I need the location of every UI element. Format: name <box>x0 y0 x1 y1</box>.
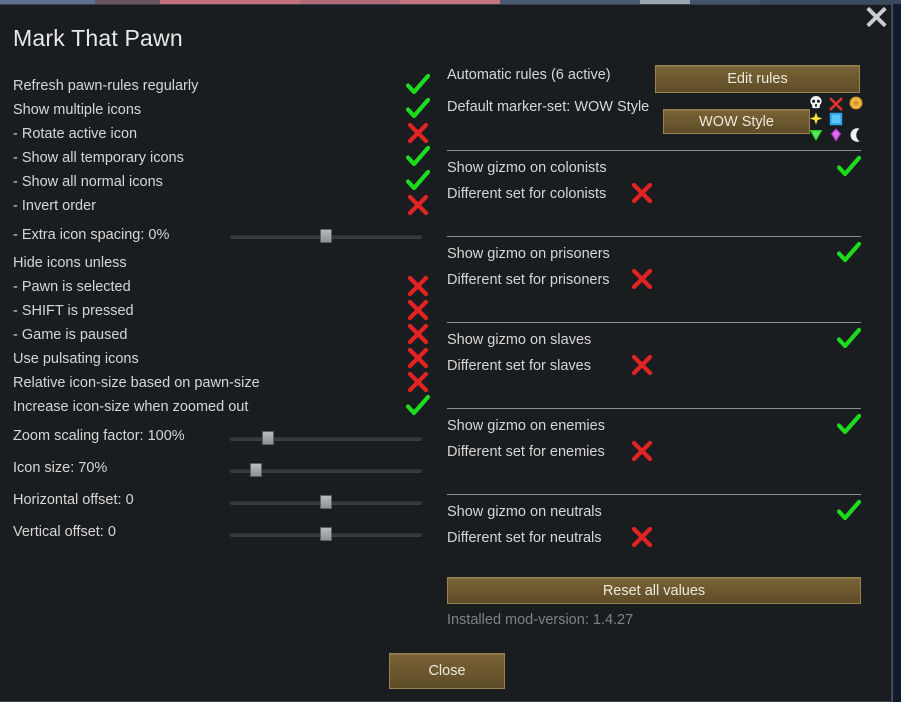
reset-all-values-button[interactable]: Reset all values <box>447 577 861 604</box>
window-right-gutter <box>892 4 901 702</box>
slider-track <box>230 436 422 441</box>
edit-rules-button[interactable]: Edit rules <box>655 65 860 93</box>
extra-icon-spacing-label: - Extra icon spacing: 0% <box>13 227 170 243</box>
slider-1[interactable] <box>230 461 422 479</box>
group-divider-0 <box>447 150 861 151</box>
slider-knob[interactable] <box>249 463 262 477</box>
extra-icon-spacing-slider[interactable] <box>230 227 422 245</box>
option-toggle-1[interactable] <box>405 96 431 122</box>
mod-settings-window: Mark That Pawn Refresh pawn-rules regula… <box>0 4 892 702</box>
option2-toggle-6[interactable] <box>405 393 431 419</box>
group-different-label-4: Different set for neutrals <box>447 530 602 546</box>
slider-knob[interactable] <box>320 527 332 541</box>
slider-0[interactable] <box>230 429 422 447</box>
group-different-toggle-4[interactable] <box>629 524 655 550</box>
option2-toggle-1[interactable] <box>405 273 431 299</box>
group-show-toggle-0[interactable] <box>836 154 862 180</box>
group-divider-2 <box>447 322 861 323</box>
group-different-toggle-2[interactable] <box>629 352 655 378</box>
mod-version-text: Installed mod-version: 1.4.27 <box>447 612 634 628</box>
group-divider-1 <box>447 236 861 237</box>
slider-3[interactable] <box>230 525 422 543</box>
option2-label-4: Use pulsating icons <box>13 351 139 367</box>
option-toggle-3[interactable] <box>405 144 431 170</box>
group-show-label-4: Show gizmo on neutrals <box>447 504 602 520</box>
slider-track <box>230 468 422 473</box>
option-label-3: - Show all temporary icons <box>13 150 184 166</box>
red-x-icon <box>828 95 844 111</box>
window-body: Mark That Pawn Refresh pawn-rules regula… <box>0 5 891 701</box>
group-show-toggle-4[interactable] <box>836 498 862 524</box>
white-moon-icon <box>848 127 864 143</box>
slider-label-2: Horizontal offset: 0 <box>13 492 134 508</box>
option2-label-3: - Game is paused <box>13 327 128 343</box>
default-marker-set-label: Default marker-set: WOW Style <box>447 99 650 115</box>
group-different-label-1: Different set for prisoners <box>447 272 610 288</box>
slider-knob[interactable] <box>320 229 332 243</box>
option2-label-6: Increase icon-size when zoomed out <box>13 399 249 415</box>
option-label-1: Show multiple icons <box>13 102 142 118</box>
option2-label-1: - Pawn is selected <box>13 279 131 295</box>
close-button[interactable]: Close <box>389 653 505 689</box>
group-different-toggle-0[interactable] <box>629 180 655 206</box>
slider-knob[interactable] <box>320 495 332 509</box>
blue-square-icon <box>828 111 844 127</box>
group-show-toggle-3[interactable] <box>836 412 862 438</box>
group-divider-3 <box>447 408 861 409</box>
group-different-toggle-1[interactable] <box>629 266 655 292</box>
purple-diamond-icon <box>828 127 844 143</box>
group-show-label-1: Show gizmo on prisoners <box>447 246 610 262</box>
option-label-4: - Show all normal icons <box>13 174 163 190</box>
slider-knob[interactable] <box>262 431 275 445</box>
option-toggle-2[interactable] <box>405 120 431 146</box>
option-toggle-0[interactable] <box>405 72 431 98</box>
yellow-sparkle-icon <box>808 111 824 127</box>
marker-set-preview <box>806 95 868 143</box>
option2-toggle-2[interactable] <box>405 297 431 323</box>
group-different-toggle-3[interactable] <box>629 438 655 464</box>
game-background-strip <box>0 0 901 5</box>
marker-set-button[interactable]: WOW Style <box>663 109 810 134</box>
option2-toggle-3[interactable] <box>405 321 431 347</box>
skull-icon <box>808 95 824 111</box>
option-label-2: - Rotate active icon <box>13 126 138 142</box>
green-triangle-icon <box>808 127 824 143</box>
slider-label-1: Icon size: 70% <box>13 460 108 476</box>
gold-coin-icon <box>848 95 864 111</box>
option-label-0: Refresh pawn-rules regularly <box>13 78 199 94</box>
group-different-label-0: Different set for colonists <box>447 186 607 202</box>
group-different-label-3: Different set for enemies <box>447 444 605 460</box>
group-show-label-2: Show gizmo on slaves <box>447 332 592 348</box>
group-show-toggle-1[interactable] <box>836 240 862 266</box>
option-toggle-4[interactable] <box>405 168 431 194</box>
automatic-rules-label: Automatic rules (6 active) <box>447 67 611 83</box>
option2-toggle-5[interactable] <box>405 369 431 395</box>
group-show-toggle-2[interactable] <box>836 326 862 352</box>
group-different-label-2: Different set for slaves <box>447 358 591 374</box>
option2-toggle-4[interactable] <box>405 345 431 371</box>
option-label-5: - Invert order <box>13 198 96 214</box>
option2-label-0: Hide icons unless <box>13 255 127 271</box>
slider-2[interactable] <box>230 493 422 511</box>
option2-label-2: - SHIFT is pressed <box>13 303 134 319</box>
close-icon[interactable] <box>861 2 891 32</box>
group-show-label-3: Show gizmo on enemies <box>447 418 605 434</box>
slider-label-0: Zoom scaling factor: 100% <box>13 428 185 444</box>
page-title: Mark That Pawn <box>13 25 183 51</box>
group-divider-4 <box>447 494 861 495</box>
option2-label-5: Relative icon-size based on pawn-size <box>13 375 260 391</box>
slider-label-3: Vertical offset: 0 <box>13 524 116 540</box>
group-show-label-0: Show gizmo on colonists <box>447 160 607 176</box>
option-toggle-5[interactable] <box>405 192 431 218</box>
